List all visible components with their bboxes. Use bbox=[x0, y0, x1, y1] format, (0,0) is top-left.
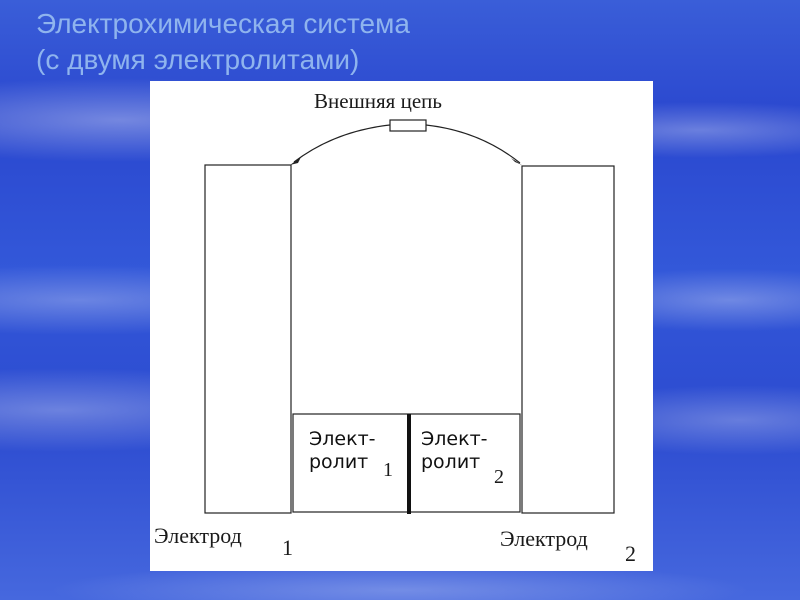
electrode-2 bbox=[521, 165, 615, 514]
electrolyte-container bbox=[292, 413, 521, 513]
slide-title-line2: (с двумя электролитами) bbox=[36, 44, 360, 75]
wire-left bbox=[293, 124, 391, 163]
electrode2-label: Электрод bbox=[500, 526, 588, 551]
electrolyte1-line2: ролит bbox=[309, 451, 368, 473]
electrolyte2-line1: Элект- bbox=[421, 428, 488, 450]
electrolyte2-line2: ролит bbox=[421, 451, 480, 473]
arrow-right-icon bbox=[511, 158, 522, 165]
arrow-left-icon bbox=[290, 157, 301, 165]
slide-title-line1: Электрохимическая система bbox=[36, 8, 410, 39]
electrode-1 bbox=[204, 164, 292, 514]
external-circuit-label: Внешняя цепь bbox=[314, 89, 442, 113]
slide-title: Электрохимическая система (с двумя элект… bbox=[36, 6, 410, 78]
diagram-panel: Внешняя цепь Элект- ролит 1 Элект- ролит… bbox=[150, 81, 653, 571]
electrochemical-diagram: Внешняя цепь Элект- ролит 1 Элект- ролит… bbox=[154, 89, 636, 566]
electrolyte1-index: 1 bbox=[383, 459, 393, 481]
electrode1-index: 1 bbox=[282, 535, 293, 560]
electrolyte1-line1: Элект- bbox=[309, 428, 376, 450]
wire-right bbox=[425, 124, 521, 164]
electrode1-label: Электрод bbox=[154, 523, 242, 548]
electrode2-index: 2 bbox=[625, 541, 636, 566]
resistor-icon bbox=[389, 119, 427, 132]
electrolyte2-index: 2 bbox=[494, 466, 504, 488]
